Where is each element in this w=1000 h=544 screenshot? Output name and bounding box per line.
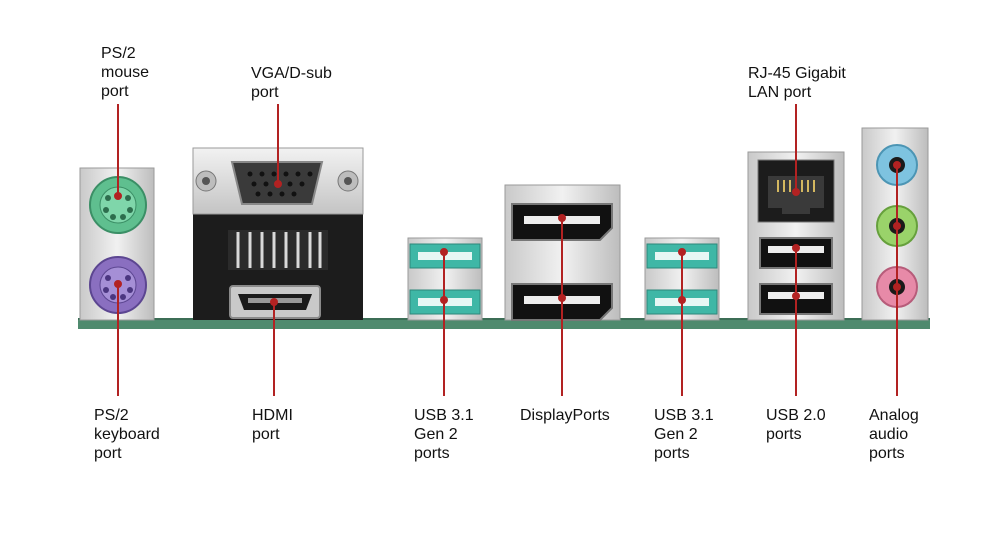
label-ps2-mouse: PS/2 mouse port — [101, 45, 150, 100]
label-usb31-left: USB 3.1 Gen 2 ports — [414, 407, 474, 462]
label-rj45: RJ-45 Gigabit LAN port — [748, 65, 846, 101]
ps2-connector — [79, 167, 155, 321]
label-audio: Analog audio ports — [869, 407, 919, 462]
label-usb20: USB 2.0 ports — [766, 407, 826, 443]
label-vga: VGA/D-sub port — [251, 65, 332, 101]
motherboard-pcb — [78, 318, 930, 329]
label-displayports: DisplayPorts — [520, 407, 610, 424]
label-usb31-right: USB 3.1 Gen 2 ports — [654, 407, 714, 462]
pointer-lines — [114, 104, 901, 396]
label-ps2-keyboard: PS/2 keyboard port — [94, 407, 160, 462]
label-hdmi: HDMI port — [252, 407, 293, 443]
